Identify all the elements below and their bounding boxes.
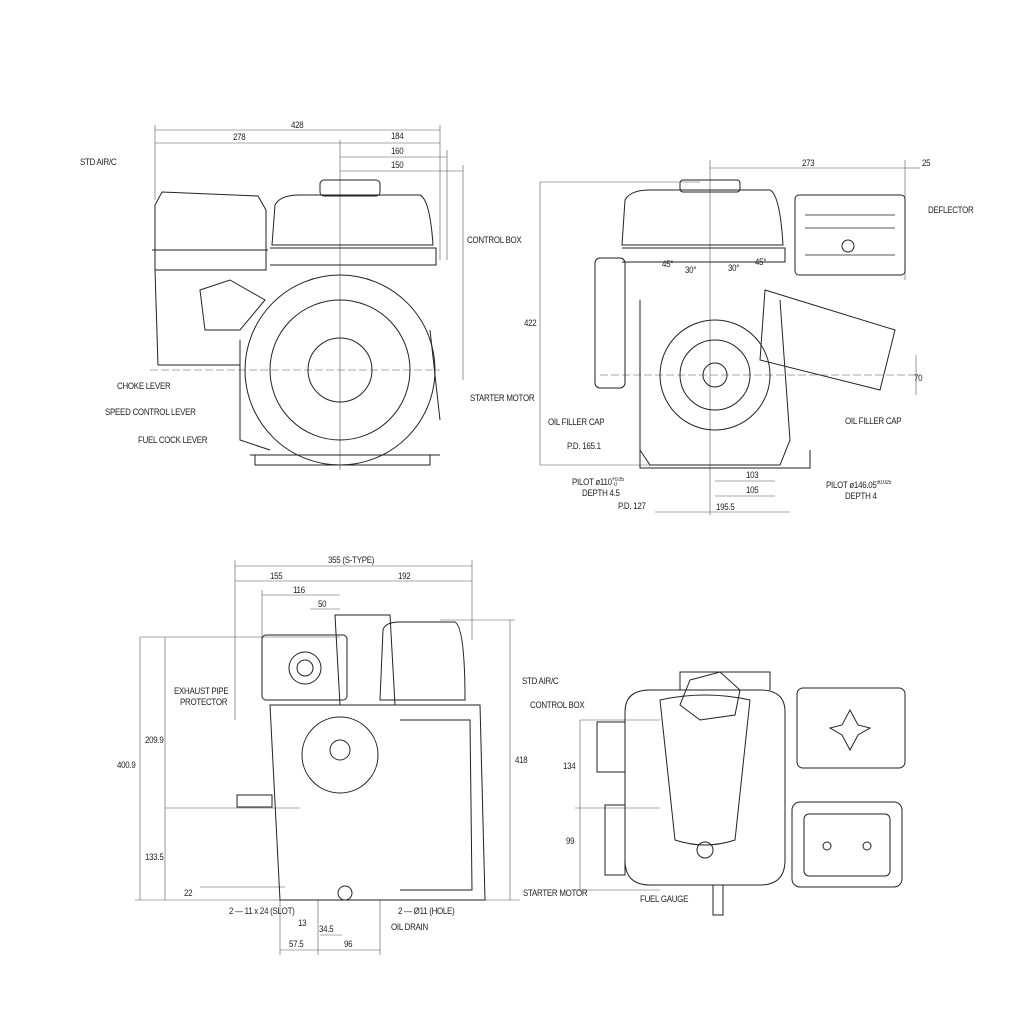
label-pd-127: P.D. 127 [618,501,646,511]
label-protector: PROTECTOR [180,697,228,707]
dim-418: 418 [515,755,528,765]
angle-30-left: 30° [685,265,697,275]
label-oil-filler-cap-right: OIL FILLER CAP [845,416,902,426]
label-starter-motor: STARTER MOTOR [470,393,535,403]
label-pd-165: P.D. 165.1 [567,441,601,451]
dim-160: 160 [391,146,404,156]
dim-34-5: 34.5 [319,924,334,934]
pilot-110-tol-lower: 0 [614,482,617,488]
dim-133-5: 133.5 [145,852,164,862]
dim-105: 105 [746,485,759,495]
label-slot: 2 — 11 x 24 (SLOT) [229,906,295,916]
dim-99: 99 [566,836,575,846]
label-pilot-110: PILOT ø110+0.05 [572,475,624,487]
dim-13: 13 [298,918,307,928]
dim-192: 192 [398,571,411,581]
dim-70: 70 [914,373,923,383]
angle-30-right: 30° [728,263,740,273]
label-depth-4: DEPTH 4 [845,491,877,501]
dim-400-9: 400.9 [117,760,136,770]
top-view-drawing [575,671,906,916]
label-speed-control-lever: SPEED CONTROL LEVER [105,407,196,417]
dim-22: 22 [184,888,193,898]
label-hole: 2 — Ø11 (HOLE) [398,906,455,916]
label-deflector: DEFLECTOR [928,205,974,215]
dim-184: 184 [391,131,404,141]
label-std-air-cleaner: STD AIR/C [80,157,117,167]
dim-150: 150 [391,160,404,170]
label-oil-drain: OIL DRAIN [391,922,428,932]
label-std-air-cleaner-side: STD AIR/C [522,676,559,686]
dim-96: 96 [344,939,353,949]
label-exhaust-pipe: EXHAUST PIPE [174,686,229,696]
angle-45-right: 45° [755,257,767,267]
label-fuel-gauge: FUEL GAUGE [640,894,689,904]
label-starter-motor-top: STARTER MOTOR [523,888,588,898]
angle-45-left: 45° [662,259,674,269]
label-pilot-146: PILOT ø146.05±0.025 [826,478,891,490]
pto-view-drawing [539,160,920,515]
dim-103: 103 [746,470,759,480]
dim-155: 155 [270,571,283,581]
side-view-drawing [135,560,520,955]
pilot-110-tol-upper: +0.05 [611,477,624,483]
pilot-146-tol: ±0.025 [876,480,892,486]
label-control-box: CONTROL BOX [467,235,522,245]
label-oil-filler-cap-left: OIL FILLER CAP [548,417,605,427]
dim-116: 116 [293,585,305,595]
label-depth-4-5: DEPTH 4.5 [582,488,620,498]
dim-422: 422 [524,318,537,328]
dim-355-s-type: 355 (S-TYPE) [328,555,375,565]
dim-278: 278 [233,132,246,142]
pilot-146-text: PILOT ø146.05 [826,480,877,490]
pilot-110-text: PILOT ø110 [572,477,612,487]
label-choke-lever: CHOKE LEVER [117,381,171,391]
label-fuel-cock-lever: FUEL COCK LEVER [138,435,208,445]
dim-25: 25 [922,158,931,168]
dim-195-5: 195.5 [716,502,735,512]
label-control-box-top: CONTROL BOX [530,700,585,710]
dim-57-5: 57.5 [289,939,304,949]
dim-134: 134 [563,761,576,771]
front-view-drawing [150,125,464,470]
dim-273: 273 [802,158,815,168]
dim-209-9: 209.9 [145,735,164,745]
dim-50: 50 [318,599,327,609]
dim-overall-width: 428 [291,120,304,130]
